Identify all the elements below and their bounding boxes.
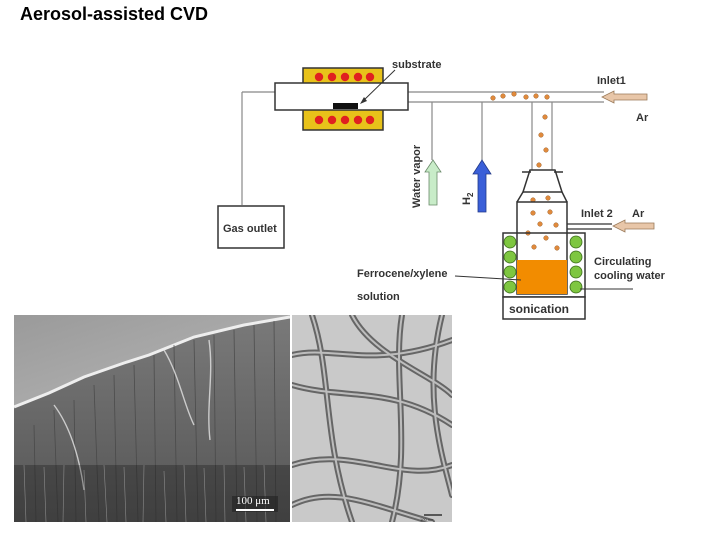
substrate-plate [333,103,358,109]
tem-micrograph: 100 nm [292,315,452,522]
sem-scale-bar-label: 100 μm [236,495,270,507]
sonication-label: sonication [509,302,569,316]
precursor-liquid [517,260,567,294]
sem-micrograph: 100 μm [14,315,290,522]
sonication-box [502,296,586,320]
h2-label: H2 [461,192,475,205]
water-vapor-arrow [424,159,442,206]
substrate-pointer [361,69,396,103]
ferrocene-pointer [454,275,522,281]
h2-subscript: 2 [466,192,475,197]
cooling-bath [502,232,586,320]
solution-label: solution [357,291,400,303]
ferrocene-label: Ferrocene/xylene [357,268,448,280]
inlet1-label: Inlet1 [597,75,626,87]
cooling-water-label: cooling water [594,270,666,282]
inlet2-arrow [612,219,655,233]
gas-outlet-label: Gas outlet [223,223,277,235]
inlet2-label: Inlet 2 [581,208,613,220]
coolant-circles [503,235,583,294]
inlet1-arrow [601,90,648,104]
aerosol-generator [516,169,568,295]
h2-symbol: H [461,197,473,205]
vessel-droplets [525,209,560,251]
ar-inlet2-label: Ar [632,208,645,220]
water-vapor-label: Water vapor [411,144,423,208]
funnel-neck [521,169,564,193]
ar-top-label: Ar [636,112,649,124]
heater-dots-top [314,72,375,82]
slide-title: Aerosol-assisted CVD [20,4,209,24]
heater-dots-bottom [314,115,375,125]
tem-scale-bar-label: 100 nm [420,517,434,522]
gas-outlet-box [217,205,285,249]
circulating-label: Circulating [594,256,651,268]
h2-arrow [472,159,492,213]
furnace [274,67,409,131]
substrate-label: substrate [392,59,442,71]
gas-line [241,91,604,205]
